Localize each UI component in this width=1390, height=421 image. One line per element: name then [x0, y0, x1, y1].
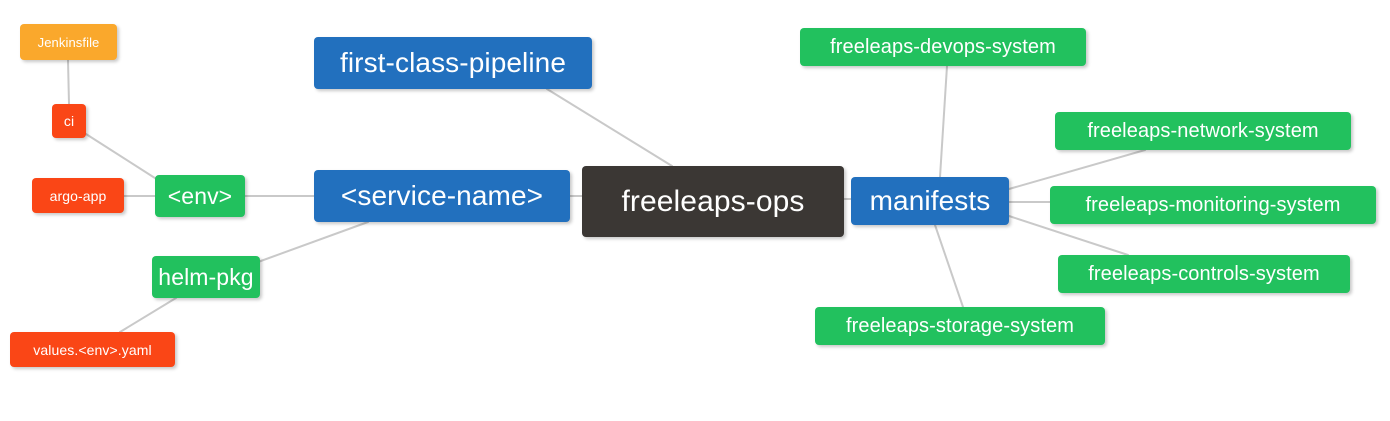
node-service-name[interactable]: <service-name> [314, 170, 570, 222]
node-argo-app[interactable]: argo-app [32, 178, 124, 213]
node-first-class-pipeline[interactable]: first-class-pipeline [314, 37, 592, 89]
node-manifests[interactable]: manifests [851, 177, 1009, 225]
edge-manifests-to-freeleaps-devops-system [939, 65, 948, 178]
node-label: first-class-pipeline [339, 47, 567, 78]
node-helm-pkg[interactable]: helm-pkg [152, 256, 260, 298]
node-label: ci [63, 113, 75, 129]
node-values-yaml[interactable]: values.<env>.yaml [10, 332, 175, 367]
node-jenkinsfile[interactable]: Jenkinsfile [20, 24, 117, 60]
node-label: freeleaps-network-system [1087, 120, 1319, 142]
node-label: freeleaps-devops-system [830, 36, 1056, 58]
node-label: freeleaps-storage-system [845, 315, 1075, 337]
node-label: <env> [167, 182, 233, 209]
node-freeleaps-devops-system[interactable]: freeleaps-devops-system [800, 28, 1086, 66]
node-label: freeleaps-monitoring-system [1085, 194, 1341, 216]
edge-values-yaml-to-helm-pkg [119, 297, 177, 333]
edge-helm-pkg-to-service-name [257, 221, 369, 263]
edge-manifests-to-freeleaps-network-system [1008, 149, 1146, 190]
node-label: <service-name> [340, 180, 544, 211]
node-label: Jenkinsfile [37, 34, 100, 50]
node-freeleaps-ops[interactable]: freeleaps-ops [582, 166, 844, 237]
node-freeleaps-network-system[interactable]: freeleaps-network-system [1055, 112, 1351, 150]
node-label: manifests [869, 185, 991, 216]
node-freeleaps-monitoring-system[interactable]: freeleaps-monitoring-system [1050, 186, 1376, 224]
edge-ci-to-env [85, 133, 159, 181]
node-label: values.<env>.yaml [33, 341, 152, 358]
node-label: argo-app [49, 187, 107, 204]
node-freeleaps-controls-system[interactable]: freeleaps-controls-system [1058, 255, 1350, 293]
edge-first-class-pipeline-to-freeleaps-ops [546, 88, 673, 167]
node-label: helm-pkg [158, 263, 254, 290]
node-ci[interactable]: ci [52, 104, 86, 138]
edge-manifests-to-freeleaps-storage-system [934, 224, 964, 308]
edge-jenkinsfile-to-ci [67, 59, 70, 105]
node-label: freeleaps-ops [621, 184, 805, 218]
node-label: freeleaps-controls-system [1088, 263, 1320, 285]
node-freeleaps-storage-system[interactable]: freeleaps-storage-system [815, 307, 1105, 345]
node-env[interactable]: <env> [155, 175, 245, 217]
